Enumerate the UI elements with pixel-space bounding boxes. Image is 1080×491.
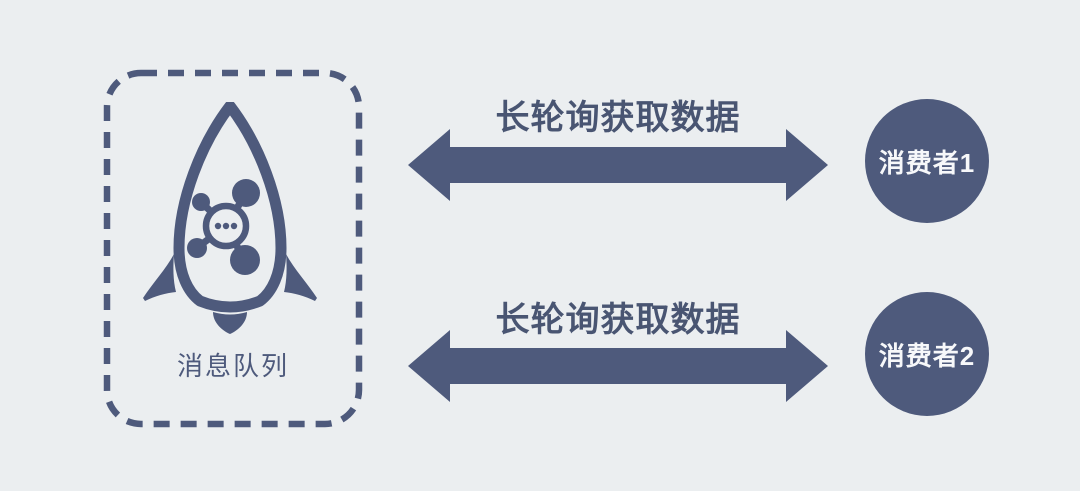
rocket-exhaust (213, 312, 247, 334)
message-queue-box: 消息队列 (103, 69, 363, 428)
long-polling-label-2: 长轮询获取数据 (495, 301, 741, 339)
ellipsis-dots (214, 222, 238, 230)
long-polling-label-1: 长轮询获取数据 (495, 99, 741, 137)
consumer-1-circle: 消费者1 (865, 99, 989, 223)
double-arrow-icon (408, 330, 828, 402)
consumer-1-label: 消费者1 (878, 147, 976, 178)
consumer-2-label: 消费者2 (878, 340, 976, 371)
queue-label: 消息队列 (176, 351, 289, 381)
dashed-border (103, 69, 363, 428)
rocket-fins (143, 254, 317, 301)
rocket-icon (143, 102, 317, 334)
rocket-body (173, 102, 287, 313)
molecule-nodes (187, 179, 260, 275)
double-arrow-icon (408, 129, 828, 201)
consumer-2-circle: 消费者2 (865, 292, 989, 416)
